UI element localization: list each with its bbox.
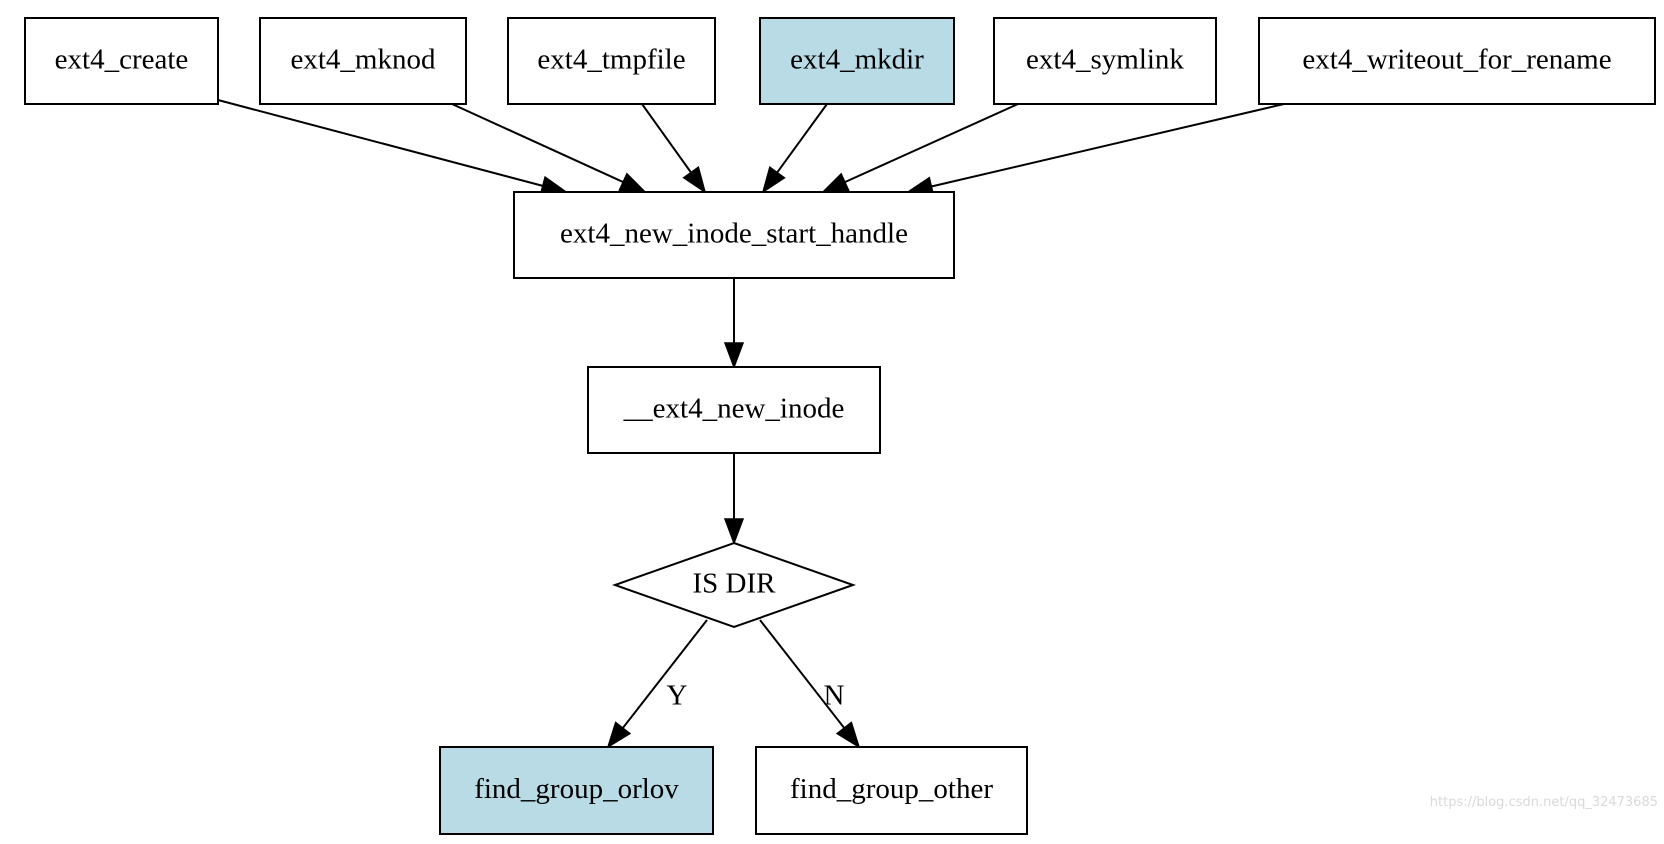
arrowhead-icon bbox=[682, 166, 707, 194]
node-ext4-writeout-for-rename[interactable]: ext4_writeout_for_rename bbox=[1258, 17, 1656, 105]
edge-line bbox=[217, 99, 544, 187]
arrowhead-icon bbox=[723, 342, 745, 370]
node-ext4-new-inode[interactable]: __ext4_new_inode bbox=[587, 366, 881, 454]
arrowhead-icon bbox=[761, 166, 786, 194]
node-box bbox=[755, 746, 1028, 835]
node-ext4-mkdir[interactable]: ext4_mkdir bbox=[759, 17, 955, 105]
node-ext4-tmpfile[interactable]: ext4_tmpfile bbox=[507, 17, 716, 105]
node-label: ext4_tmpfile bbox=[537, 44, 685, 76]
edge-ext4_writeout_for_rename-to-ext4_new_inode_start_handle bbox=[905, 103, 1285, 197]
node-box bbox=[439, 746, 714, 835]
node-find-group-orlov[interactable]: find_group_orlov bbox=[439, 746, 714, 835]
node-box bbox=[513, 191, 955, 279]
node-box bbox=[587, 366, 881, 454]
node-box bbox=[759, 17, 955, 105]
edge-__ext4_new_inode-to-is_dir bbox=[723, 453, 745, 546]
edge-ext4_symlink-to-ext4_new_inode_start_handle bbox=[821, 103, 1019, 193]
node-box bbox=[259, 17, 467, 105]
node-label: find_group_other bbox=[790, 773, 993, 805]
node-ext4-symlink[interactable]: ext4_symlink bbox=[993, 17, 1217, 105]
arrowhead-icon bbox=[835, 721, 861, 749]
edge-ext4_create-to-ext4_new_inode_start_handle bbox=[217, 99, 569, 196]
edge-line bbox=[621, 619, 708, 729]
node-ext4-mknod[interactable]: ext4_mknod bbox=[259, 17, 467, 105]
decision-diamond bbox=[611, 541, 857, 629]
edge-line bbox=[451, 103, 624, 183]
edge-line bbox=[759, 619, 846, 729]
node-ext4-create[interactable]: ext4_create bbox=[24, 17, 219, 105]
node-label: ext4_symlink bbox=[1026, 44, 1184, 76]
arrowhead-icon bbox=[606, 721, 632, 749]
node-find-group-other[interactable]: find_group_other bbox=[755, 746, 1028, 835]
node-label: __ext4_new_inode bbox=[623, 393, 845, 425]
nodes-layer: ext4_create ext4_mknod ext4_tmpfile ext4_mk… bbox=[24, 17, 1656, 835]
arrowhead-icon bbox=[723, 518, 745, 546]
edge-line bbox=[776, 103, 828, 174]
edge-ext4_new_inode_start_handle-to-__ext4_new_inode bbox=[723, 278, 745, 370]
node-label: ext4_create bbox=[55, 44, 189, 76]
node-ext4-new-inode-start-handle[interactable]: ext4_new_inode_start_handle bbox=[513, 191, 955, 279]
arrowhead-icon bbox=[618, 172, 647, 193]
edge-is_dir-to-find_group_other: N bbox=[759, 619, 861, 749]
edge-line bbox=[931, 103, 1285, 188]
watermark-text: https://blog.csdn.net/qq_32473685 bbox=[1429, 795, 1658, 810]
node-label: find_group_orlov bbox=[474, 773, 679, 805]
arrowhead-icon bbox=[821, 172, 850, 193]
node-label: IS DIR bbox=[693, 568, 777, 600]
edge-label-y: Y bbox=[667, 680, 688, 712]
node-box bbox=[24, 17, 219, 105]
edge-ext4_tmpfile-to-ext4_new_inode_start_handle bbox=[641, 103, 707, 194]
edge-ext4_mkdir-to-ext4_new_inode_start_handle bbox=[761, 103, 828, 194]
node-label: ext4_mknod bbox=[291, 44, 436, 76]
node-box bbox=[993, 17, 1217, 105]
node-is-dir[interactable]: IS DIR bbox=[611, 541, 857, 629]
edge-line bbox=[844, 103, 1019, 184]
node-label: ext4_mkdir bbox=[790, 44, 924, 76]
node-label: ext4_new_inode_start_handle bbox=[560, 218, 908, 250]
node-box bbox=[507, 17, 716, 105]
edge-is_dir-to-find_group_orlov: Y bbox=[606, 619, 708, 749]
node-label: ext4_writeout_for_rename bbox=[1302, 44, 1611, 76]
edge-label-n: N bbox=[824, 680, 845, 712]
edge-ext4_mknod-to-ext4_new_inode_start_handle bbox=[451, 103, 647, 193]
edge-line bbox=[641, 103, 692, 174]
node-box bbox=[1258, 17, 1656, 105]
